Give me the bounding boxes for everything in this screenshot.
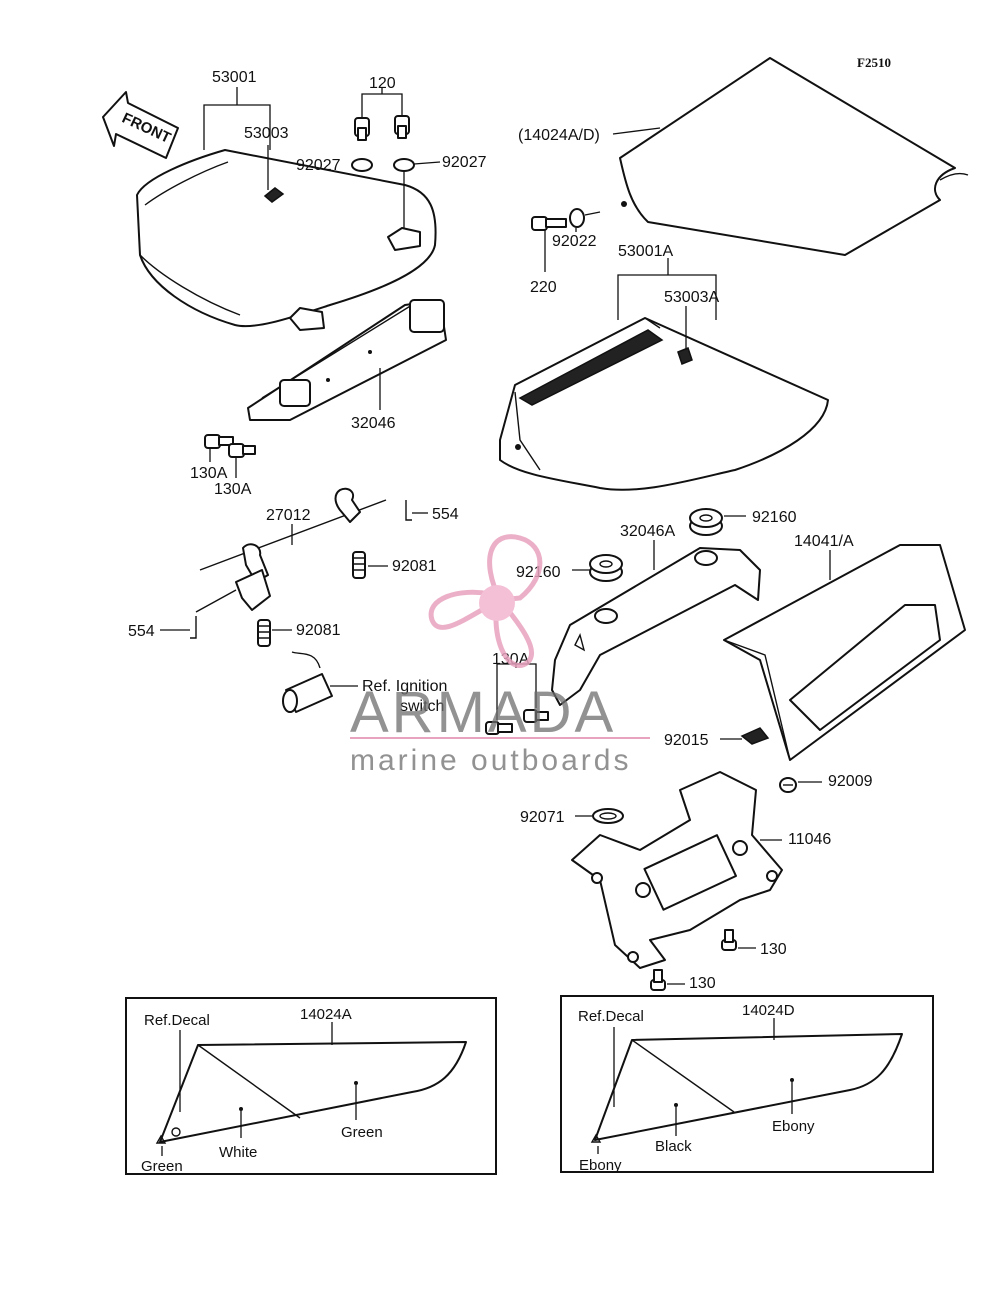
washer-92022 bbox=[569, 208, 585, 228]
label-130a-1: 130A bbox=[190, 465, 228, 482]
label-92160-top: 92160 bbox=[752, 509, 797, 526]
washer-92027-right bbox=[393, 158, 415, 172]
label-32046: 32046 bbox=[351, 415, 396, 432]
decal-left-ref: Ref.Decal bbox=[144, 1012, 210, 1029]
label-554-left: 554 bbox=[128, 623, 155, 640]
rear-bracket-32046a bbox=[551, 547, 761, 706]
label-92081-top: 92081 bbox=[392, 558, 437, 575]
clip-554-left bbox=[190, 616, 197, 639]
rear-seat-decal-53003a bbox=[677, 347, 693, 365]
label-92027-right: 92027 bbox=[442, 154, 487, 171]
ignition-switch bbox=[282, 651, 333, 713]
decal-right-color-2: Black bbox=[655, 1138, 692, 1155]
label-92022: 92022 bbox=[552, 233, 597, 250]
decal-left-color-1: Green bbox=[141, 1158, 183, 1175]
clip-554-top bbox=[405, 500, 412, 521]
grommet-92071 bbox=[592, 808, 624, 824]
decal-box-14024d: Ref.Decal 14024D Ebony Black Ebony bbox=[560, 995, 934, 1174]
label-554-top: 554 bbox=[432, 506, 459, 523]
label-120: 120 bbox=[369, 75, 396, 92]
label-53003a: 53003A bbox=[664, 289, 719, 306]
label-53003: 53003 bbox=[244, 125, 289, 142]
label-130-1: 130 bbox=[760, 941, 787, 958]
rear-seat-53001a bbox=[499, 317, 829, 491]
label-27012: 27012 bbox=[266, 507, 311, 524]
tail-cover-14041a bbox=[723, 544, 966, 761]
decal-left-color-2: White bbox=[219, 1144, 257, 1161]
watermark-subtitle: marine outboards bbox=[350, 744, 631, 777]
washer-92027-left bbox=[351, 158, 373, 172]
bolt-130a-1 bbox=[204, 434, 234, 449]
figure-code: F2510 bbox=[857, 55, 891, 70]
label-14024ad: (14024A/D) bbox=[518, 127, 600, 144]
label-11046: 11046 bbox=[788, 831, 831, 848]
bolt-120-left bbox=[354, 117, 370, 141]
latch-rod-27012 bbox=[195, 487, 387, 613]
propeller-logo-icon bbox=[428, 534, 543, 668]
watermark: ARMADA marine outboards bbox=[350, 534, 650, 777]
seat-cover-14024ad bbox=[619, 57, 969, 256]
label-92027-left: 92027 bbox=[296, 157, 341, 174]
decal-right-part: 14024D bbox=[742, 1002, 795, 1019]
spring-92081-top bbox=[352, 551, 366, 579]
grommet-92160-top bbox=[689, 508, 723, 536]
label-switch: switch bbox=[400, 698, 444, 715]
decal-right-color-3: Ebony bbox=[772, 1118, 815, 1135]
bolt-220 bbox=[531, 216, 567, 231]
seat-decal-53003 bbox=[263, 187, 285, 203]
watermark-title: ARMADA bbox=[350, 680, 616, 745]
decal-right-color-1: Ebony bbox=[579, 1157, 622, 1174]
bracket-11046 bbox=[571, 771, 783, 969]
grommet-92160-left bbox=[589, 554, 623, 582]
spring-92081-bottom bbox=[257, 619, 271, 647]
bolt-120-right bbox=[394, 115, 410, 139]
clip-92015 bbox=[740, 727, 770, 745]
label-32046a: 32046A bbox=[620, 523, 675, 540]
screw-92009 bbox=[779, 777, 797, 793]
bolt-130a-center-1 bbox=[485, 721, 513, 735]
front-arrow-icon: FRONT bbox=[102, 91, 179, 159]
bolt-130-2 bbox=[650, 969, 666, 991]
decal-box-14024a: Ref.Decal 14024A Green White Green bbox=[125, 997, 497, 1175]
label-14041a: 14041/A bbox=[794, 533, 854, 550]
decal-right-ref: Ref.Decal bbox=[578, 1008, 644, 1025]
label-ref-ignition: Ref. Ignition bbox=[362, 678, 447, 695]
label-92071: 92071 bbox=[520, 809, 565, 826]
label-220: 220 bbox=[530, 279, 557, 296]
label-92009: 92009 bbox=[828, 773, 873, 790]
decal-left-color-3: Green bbox=[341, 1124, 383, 1141]
decal-left-part: 14024A bbox=[300, 1006, 352, 1023]
label-53001: 53001 bbox=[212, 69, 257, 86]
label-53001a: 53001A bbox=[618, 243, 673, 260]
label-130-2: 130 bbox=[689, 975, 716, 992]
bolt-130-1 bbox=[721, 929, 737, 951]
bolt-130a-2 bbox=[228, 443, 256, 458]
seat-53001 bbox=[136, 149, 437, 331]
seat-bracket-32046 bbox=[247, 299, 447, 421]
bolt-130a-center-2 bbox=[523, 709, 549, 723]
label-130a-2: 130A bbox=[214, 481, 252, 498]
label-92015: 92015 bbox=[664, 732, 709, 749]
label-92081-bottom: 92081 bbox=[296, 622, 341, 639]
